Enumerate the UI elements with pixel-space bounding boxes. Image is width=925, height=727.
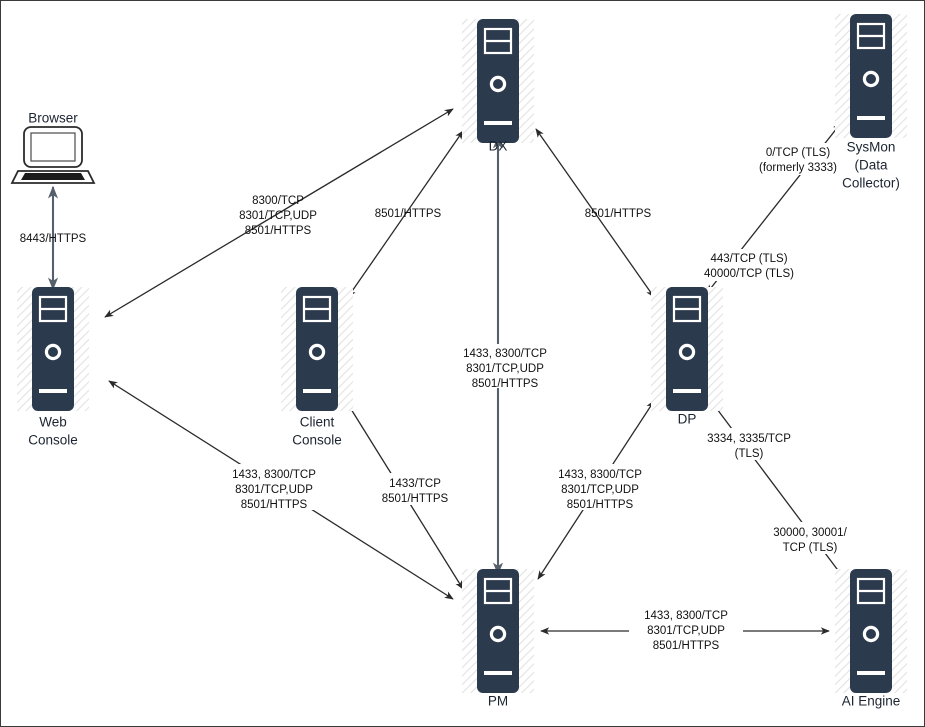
edge-web-console-dx: 8300/TCP 8301/TCP,UDP 8501/HTTPS — [104, 108, 454, 318]
label-backdrop — [691, 249, 807, 281]
node-label-client-console-line1: Client — [300, 415, 335, 430]
node-sysmon[interactable]: SysMon (Data Collector) — [833, 12, 909, 191]
edge-label-sysmon-out-2: 40000/TCP (TLS) — [704, 268, 794, 280]
node-label-dx: DX — [489, 139, 508, 154]
label-backdrop — [629, 605, 743, 651]
edge-web-console-pm: 1433, 8300/TCP 8301/TCP,UDP 8501/HTTPS — [108, 380, 454, 600]
server-icon — [15, 285, 91, 413]
edge-label-browser-webconsole: 8443/HTTPS — [20, 233, 87, 245]
node-client-console[interactable]: Client Console — [279, 285, 355, 448]
node-browser[interactable]: Browser — [10, 111, 96, 184]
server-icon — [460, 17, 536, 145]
label-backdrop — [219, 464, 329, 510]
edge-label-dp-ai-1: 3334, 3335/TCP — [707, 433, 791, 445]
edge-label-webconsole-dx-2: 8301/TCP,UDP — [239, 210, 317, 222]
edge-label-ai-dp-1: 30000, 30001/ — [773, 527, 847, 539]
edge-client-console-dx: 8501/HTTPS — [347, 130, 464, 298]
node-pm[interactable]: PM — [460, 567, 536, 709]
node-label-sysmon-line3: Collector) — [842, 176, 900, 191]
edge-label-ai-dp-2: TCP (TLS) — [783, 542, 838, 554]
label-backdrop — [693, 428, 805, 460]
edge-line — [347, 130, 464, 298]
edge-dx-pm: 1433, 8300/TCP 8301/TCP,UDP 8501/HTTPS — [453, 135, 547, 576]
node-label-pm: PM — [488, 694, 508, 709]
edge-label-pm-ai-3: 8501/HTTPS — [653, 640, 720, 652]
edge-label-dx-dp-1: 8501/HTTPS — [585, 208, 652, 220]
label-backdrop — [743, 143, 853, 175]
node-label-browser: Browser — [28, 111, 78, 126]
edge-label-dp-pm-3: 8501/HTTPS — [567, 499, 634, 511]
edge-label-webconsole-dx-3: 8501/HTTPS — [245, 225, 312, 237]
node-web-console[interactable]: Web Console — [15, 285, 91, 448]
node-label-dp: DP — [678, 412, 697, 427]
edge-label-sysmon-out-1: 443/TCP (TLS) — [710, 253, 787, 265]
edge-label-pm-ai-2: 8301/TCP,UDP — [647, 625, 725, 637]
label-backdrop — [761, 522, 859, 554]
node-dx[interactable]: DX — [460, 17, 536, 154]
server-icon — [460, 567, 536, 695]
edge-label-dx-pm-1: 1433, 8300/TCP — [463, 348, 547, 360]
server-icon — [833, 12, 909, 140]
edge-browser-web-console: 8443/HTTPS — [20, 185, 87, 291]
edge-dx-dp: 8501/HTTPS — [535, 128, 655, 298]
edge-pm-ai-engine: 1433, 8300/TCP 8301/TCP,UDP 8501/HTTPS — [540, 605, 830, 652]
node-label-web-console-line1: Web — [39, 415, 67, 430]
edge-label-dp-pm-1: 1433, 8300/TCP — [558, 469, 642, 481]
edge-label-dx-pm-2: 8301/TCP,UDP — [466, 363, 544, 375]
edge-dp-pm: 1433, 8300/TCP 8301/TCP,UDP 8501/HTTPS — [537, 400, 655, 580]
node-label-client-console-line2: Console — [292, 433, 342, 448]
node-label-sysmon-line2: (Data — [854, 158, 888, 173]
edge-label-clientconsole-pm-1: 1433/TCP — [389, 478, 441, 490]
edge-label-pm-ai-1: 1433, 8300/TCP — [644, 610, 728, 622]
node-ai-engine[interactable]: AI Engine — [833, 567, 909, 709]
node-label-sysmon-line1: SysMon — [847, 140, 896, 155]
label-backdrop — [453, 344, 545, 388]
edge-line — [535, 128, 655, 298]
edge-dp-ai-engine: 3334, 3335/TCP (TLS) 30000, 30001/ TCP (… — [693, 400, 859, 582]
edge-client-console-pm: 1433/TCP 8501/HTTPS — [345, 400, 464, 590]
edge-label-dp-ai-2: (TLS) — [735, 448, 764, 460]
laptop-icon — [10, 126, 96, 184]
server-icon — [279, 285, 355, 413]
edge-label-webconsole-pm-1: 1433, 8300/TCP — [232, 469, 316, 481]
node-dp[interactable]: DP — [649, 285, 725, 427]
edge-label-sysmon-in-1: 0/TCP (TLS) — [766, 147, 830, 159]
edge-label-sysmon-in-2: (formerly 3333) — [759, 162, 837, 174]
edge-label-webconsole-pm-3: 8501/HTTPS — [241, 499, 308, 511]
edge-label-clientconsole-pm-2: 8501/HTTPS — [382, 493, 449, 505]
server-icon — [649, 285, 725, 413]
label-backdrop — [545, 464, 655, 510]
edge-label-clientconsole-dx-1: 8501/HTTPS — [375, 208, 442, 220]
node-label-web-console-line2: Console — [28, 433, 78, 448]
edge-dp-sysmon: 0/TCP (TLS) (formerly 3333) 443/TCP (TLS… — [691, 122, 853, 294]
edge-label-dx-pm-3: 8501/HTTPS — [472, 378, 539, 390]
label-backdrop — [376, 473, 454, 505]
server-icon — [833, 567, 909, 695]
edge-label-dp-pm-2: 8301/TCP,UDP — [561, 484, 639, 496]
edge-label-webconsole-pm-2: 8301/TCP,UDP — [235, 484, 313, 496]
node-label-ai-engine: AI Engine — [842, 694, 901, 709]
edge-label-webconsole-dx-1: 8300/TCP — [252, 195, 304, 207]
